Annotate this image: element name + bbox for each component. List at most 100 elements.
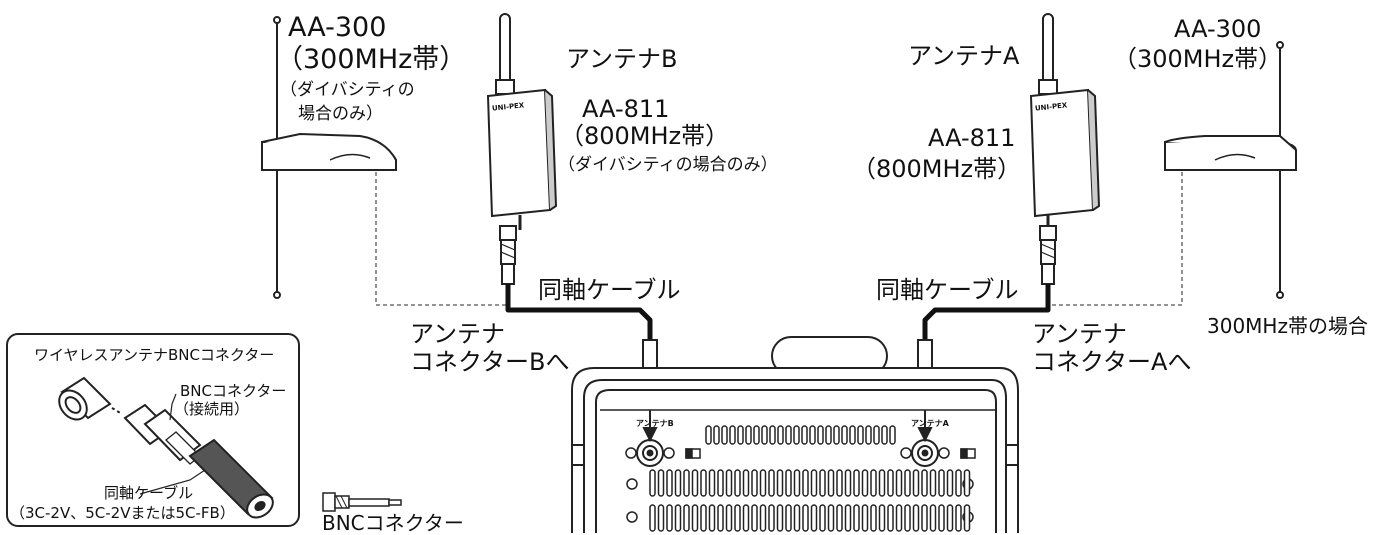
vent-slot xyxy=(887,469,894,497)
vent-slot xyxy=(963,504,971,532)
aa300-right-antenna xyxy=(1164,41,1297,299)
panel-label-b: アンテナB xyxy=(636,419,674,428)
vent-slot xyxy=(912,504,920,532)
vent-slot xyxy=(870,469,877,497)
vent-slot xyxy=(649,504,656,532)
vent-slot xyxy=(776,504,784,532)
vent-slot xyxy=(721,425,728,445)
vent-slot xyxy=(841,425,848,445)
vent-slot xyxy=(734,504,741,532)
inset-bnc-drawing xyxy=(58,376,274,519)
vent-slot xyxy=(666,469,673,497)
label-to-b-2: コネクターBへ xyxy=(410,348,570,376)
vent-slot xyxy=(853,504,860,532)
vent-slot xyxy=(833,425,840,445)
label-aa300-left-band: （300MHz帯） xyxy=(276,44,467,75)
label-aa811-right: AA-811 xyxy=(928,124,1016,152)
vent-slot xyxy=(793,469,801,497)
vent-slot xyxy=(887,504,894,532)
label-aa300-left-note1: （ダイバシティの xyxy=(280,80,415,100)
dashed-route-right xyxy=(1050,172,1183,306)
vent-slot xyxy=(725,469,733,497)
vent-slot xyxy=(801,425,808,445)
vent-slot xyxy=(734,469,741,497)
vent-slot xyxy=(753,425,760,445)
vent-slot xyxy=(817,425,824,445)
vent-slot xyxy=(819,504,826,532)
label-aa300-right-band: （300MHz帯） xyxy=(1113,45,1283,73)
label-coax-left: 同軸ケーブル xyxy=(538,276,681,304)
vent-slot xyxy=(713,425,720,445)
vent-slot xyxy=(938,504,945,532)
vent-slot xyxy=(674,504,682,532)
vent-slot xyxy=(825,425,832,445)
vent-slot xyxy=(759,504,767,532)
vent-slot xyxy=(844,504,852,532)
bnc-connector-small xyxy=(322,492,402,512)
panel-label-a: アンテナA xyxy=(911,419,949,428)
vent-slot xyxy=(810,504,818,532)
vent-slot xyxy=(657,504,665,532)
label-aa811-left-band: （800MHz帯） xyxy=(560,122,730,150)
receiver-connector-a xyxy=(911,410,939,467)
vent-slot xyxy=(793,425,800,445)
label-to-b-1: アンテナ xyxy=(410,320,506,348)
vent-slot xyxy=(878,469,886,497)
vent-slot xyxy=(683,504,690,532)
vent-slot xyxy=(865,425,872,445)
label-antenna-b: アンテナB xyxy=(566,45,678,73)
vent-slot xyxy=(785,425,792,445)
vent-slot xyxy=(873,425,880,445)
vent-slot xyxy=(946,504,954,532)
vent-slot xyxy=(857,425,864,445)
dashed-route-left xyxy=(375,172,506,306)
vent-slot xyxy=(768,504,775,532)
vent-slot xyxy=(777,425,784,445)
inset-coax-label2: （3C-2V、5C-2Vまたは5C-FB） xyxy=(10,504,235,522)
vent-slot xyxy=(929,469,937,497)
aa300-left-antenna xyxy=(261,16,397,299)
aa811-right-antenna xyxy=(1029,13,1101,285)
vent-slot xyxy=(708,469,716,497)
vent-slot xyxy=(674,469,682,497)
vent-slot xyxy=(700,469,707,497)
vent-slot xyxy=(729,425,736,445)
label-aa811-left-note: （ダイバシティの場合のみ） xyxy=(558,155,778,175)
vent-slot xyxy=(742,469,750,497)
vent-slot xyxy=(742,504,750,532)
label-aa300-left: AA-300 xyxy=(288,12,387,43)
vent-slot xyxy=(785,504,792,532)
vent-slot xyxy=(809,425,816,445)
inset-bnc-label1: BNCコネクター xyxy=(180,382,287,400)
vent-slot xyxy=(844,469,852,497)
vent-slot xyxy=(836,504,843,532)
vent-slot xyxy=(878,504,886,532)
inset-coax-label1: 同軸ケーブル xyxy=(104,484,194,502)
vent-slot xyxy=(683,469,690,497)
vent-slot xyxy=(691,504,699,532)
vent-slot xyxy=(904,469,911,497)
vent-slot xyxy=(921,469,928,497)
label-antenna-a: アンテナA xyxy=(908,42,1020,70)
vent-slot xyxy=(705,425,712,445)
receiver-connector-b xyxy=(636,410,664,467)
aa811-left-antenna xyxy=(486,13,558,285)
label-coax-right: 同軸ケーブル xyxy=(876,276,1019,304)
inset-bnc-box xyxy=(6,333,300,527)
vent-slot xyxy=(827,469,835,497)
vent-slot xyxy=(853,469,860,497)
vent-slot xyxy=(802,504,809,532)
label-to-a-2: コネクターAへ xyxy=(1032,348,1192,376)
vent-slot xyxy=(810,469,818,497)
vent-slot xyxy=(737,425,744,445)
label-bnc-connector: BNCコネクター xyxy=(322,511,464,535)
vent-slot xyxy=(708,504,716,532)
vent-slot xyxy=(776,469,784,497)
coax-cable-right xyxy=(922,284,1051,340)
vent-slot xyxy=(849,425,856,445)
vent-slot xyxy=(745,425,752,445)
vent-slot xyxy=(904,504,911,532)
label-aa811-right-band: （800MHz帯） xyxy=(852,155,1022,183)
vent-slot xyxy=(870,504,877,532)
